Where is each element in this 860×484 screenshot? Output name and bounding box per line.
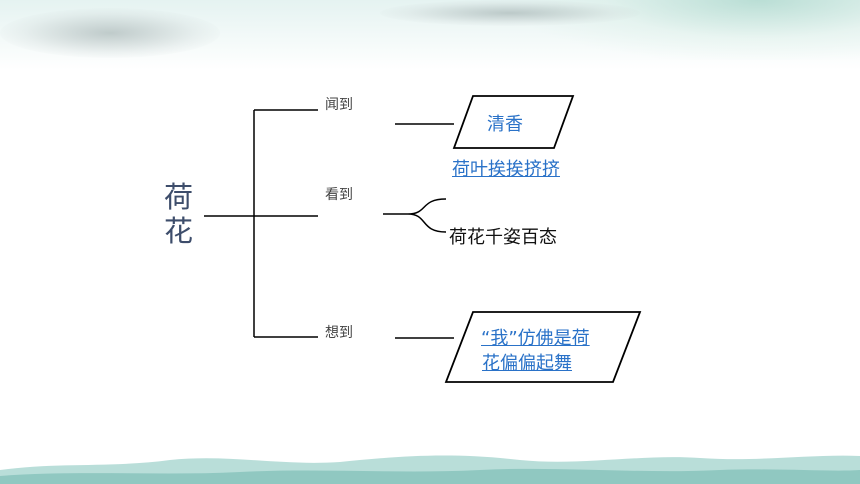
smell-link[interactable]: 荷叶挨挨挤挤 (452, 159, 560, 180)
thought-link-line1[interactable]: “我”仿佛是荷 (481, 328, 590, 349)
sight-text: 荷花千姿百态 (449, 227, 557, 248)
smell-box-text: 清香 (487, 114, 523, 135)
thought-link-line2[interactable]: 花偏偏起舞 (482, 353, 572, 374)
curly-brace (407, 198, 447, 233)
smell-parallelogram (452, 95, 575, 149)
background-mountains (0, 455, 860, 484)
thought-parallelogram (444, 311, 642, 383)
root-node: 荷花 (164, 180, 194, 248)
branch-label-sight: 看到 (325, 187, 353, 203)
background-cloud (380, 0, 640, 26)
branch-label-thought: 想到 (325, 325, 353, 341)
branch-label-smell: 闻到 (325, 97, 353, 113)
background-cloud (0, 8, 220, 58)
